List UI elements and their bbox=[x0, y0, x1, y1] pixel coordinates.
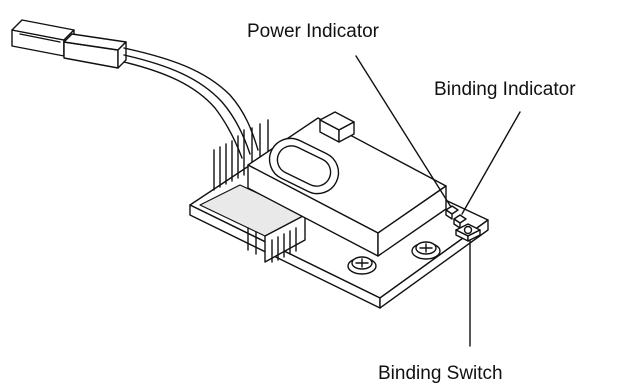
power-indicator-label: Power Indicator bbox=[247, 22, 379, 41]
servo-connector-plug bbox=[12, 20, 126, 68]
binding-indicator-label: Binding Indicator bbox=[434, 80, 576, 99]
mounting-screw bbox=[412, 242, 440, 259]
binding-indicator-leader bbox=[462, 112, 520, 214]
mounting-screw bbox=[348, 257, 376, 274]
binding-switch-label: Binding Switch bbox=[378, 364, 503, 383]
